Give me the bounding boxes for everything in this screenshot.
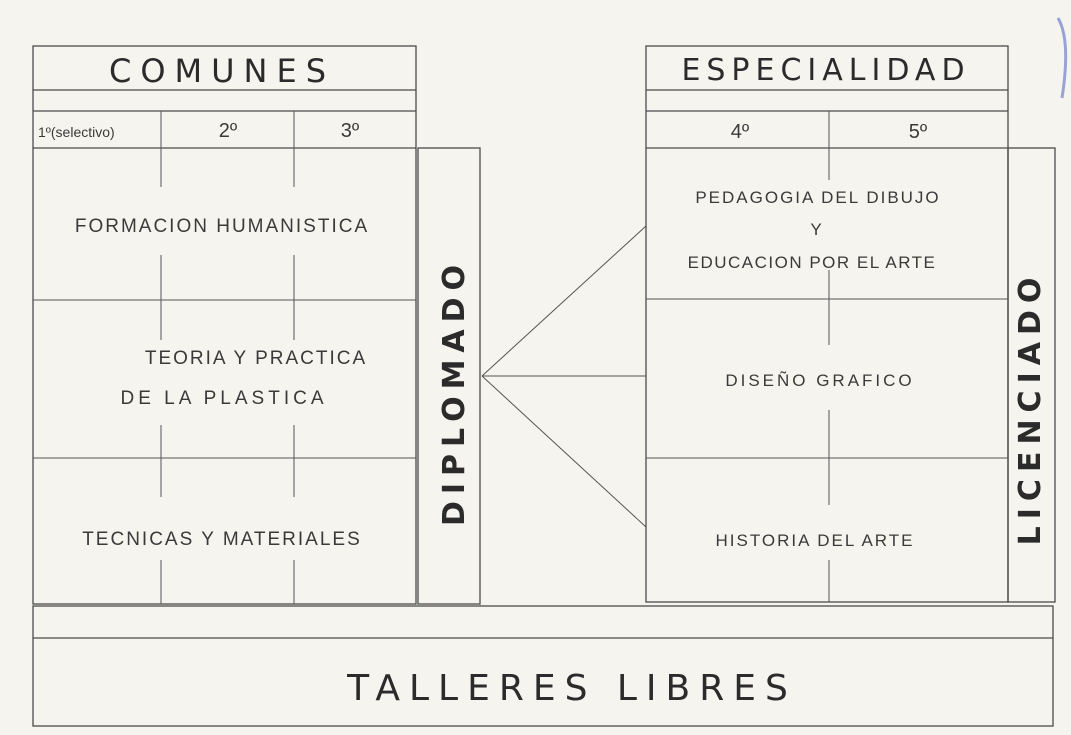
- year-5-label: 5º: [909, 121, 928, 143]
- subject-pedagogia-line2: Y: [810, 220, 821, 239]
- licenciado-frame: [1007, 147, 1056, 603]
- especialidad-frame: [645, 45, 1009, 603]
- connector-to-historia: [481, 375, 647, 528]
- year-1-label: 1º(selectivo): [38, 124, 115, 140]
- talleres-frame: [32, 605, 1054, 727]
- subject-pedagogia-line1: PEDAGOGIA DEL DIBUJO: [695, 188, 940, 207]
- subject-formacion-humanistica: FORMACION HUMANISTICA: [75, 216, 369, 237]
- connector-lines: [481, 225, 647, 528]
- subject-teoria-practica-line1: TEORIA Y PRACTICA: [145, 348, 367, 369]
- connector-to-pedagogia: [481, 225, 647, 377]
- stamp-mark: [1056, 17, 1068, 99]
- licenciado-label: LICENCIADO: [1013, 271, 1048, 546]
- diplomado-frame: [417, 147, 481, 605]
- talleres-libres-label: TALLERES LIBRES: [346, 668, 797, 709]
- licenciado-column: LICENCIADO: [1007, 147, 1056, 603]
- comunes-title: COMUNES: [109, 52, 335, 90]
- diplomado-column: DIPLOMADO: [417, 147, 481, 605]
- comunes-frame: [32, 45, 417, 605]
- subject-teoria-practica-line2: DE LA PLASTICA: [120, 388, 327, 409]
- year-4-label: 4º: [731, 121, 750, 143]
- comunes-block: COMUNES 1º(selectivo) 2º 3º FORMACION HU…: [32, 45, 417, 605]
- talleres-block: TALLERES LIBRES: [32, 605, 1054, 727]
- subject-historia-del-arte: HISTORIA DEL ARTE: [715, 531, 914, 550]
- especialidad-title: ESPECIALIDAD: [681, 53, 970, 88]
- especialidad-block: ESPECIALIDAD 4º 5º PEDAGOGIA DEL DIBUJO …: [645, 45, 1009, 603]
- diplomado-label: DIPLOMADO: [437, 258, 472, 526]
- subject-pedagogia-line3: EDUCACION POR EL ARTE: [688, 253, 937, 272]
- subject-tecnicas-materiales: TECNICAS Y MATERIALES: [82, 529, 362, 550]
- year-2-label: 2º: [219, 120, 238, 142]
- year-3-label: 3º: [341, 120, 360, 142]
- subject-diseno-grafico: DISEÑO GRAFICO: [725, 371, 914, 390]
